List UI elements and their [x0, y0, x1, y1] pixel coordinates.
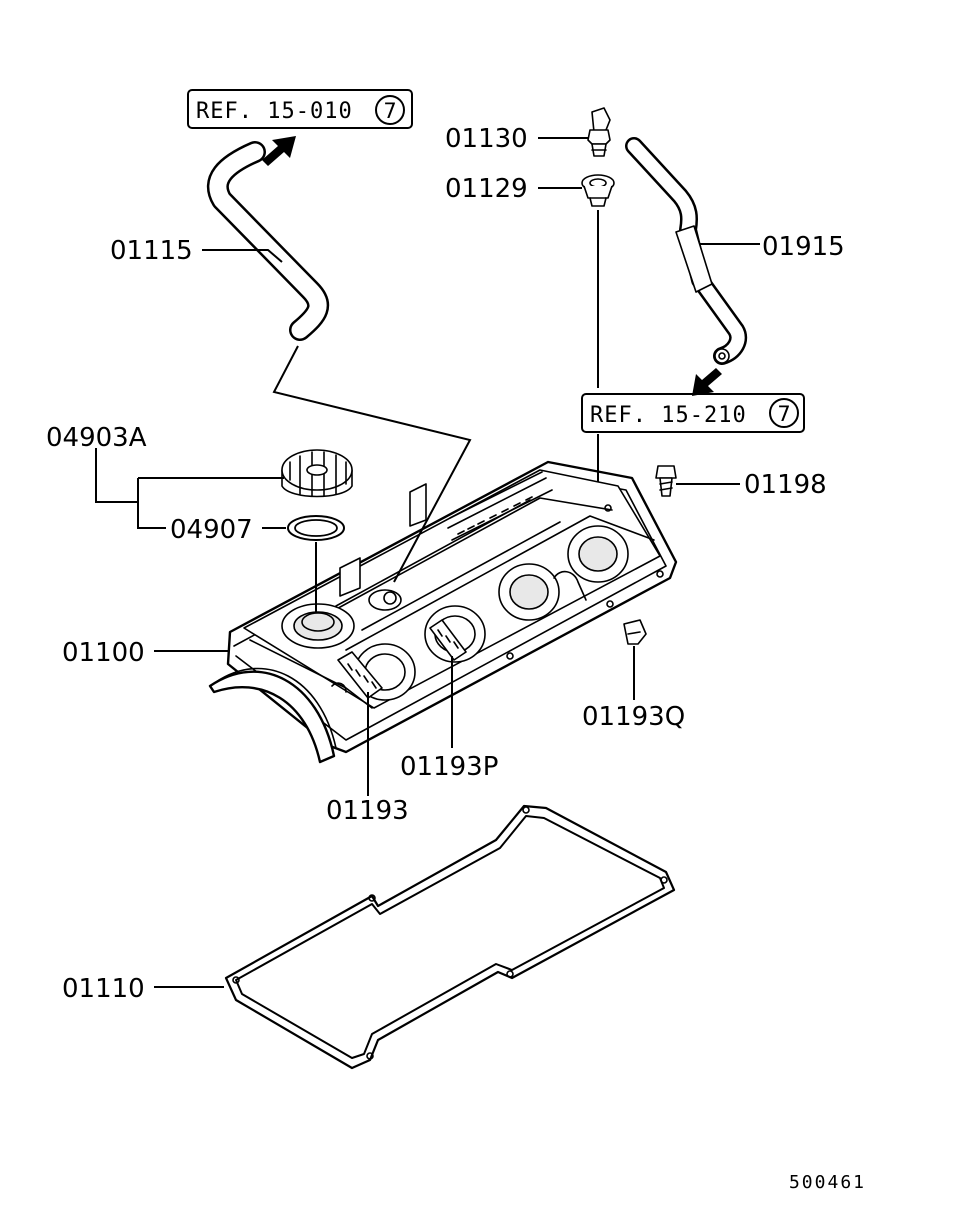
ref-box-15-210[interactable]: REF. 15-210 7 — [581, 393, 805, 433]
ref-box-15-010[interactable]: REF. 15-010 7 — [187, 89, 413, 129]
label-01130[interactable]: 01130 — [445, 124, 528, 154]
cap-gasket-04907[interactable] — [287, 515, 345, 541]
cast-lettering — [447, 471, 553, 541]
label-04907[interactable]: 04907 — [170, 515, 253, 545]
ref-circle-icon — [375, 95, 405, 125]
clip-01193q[interactable] — [623, 619, 647, 645]
hose-01915[interactable] — [625, 137, 748, 365]
label-01193p[interactable]: 01193P — [400, 752, 498, 782]
oil-filler-cap-04903a[interactable] — [281, 449, 353, 498]
ref-box-15-010-circle-number: 7 — [383, 99, 396, 123]
clamp-01193p[interactable] — [429, 619, 467, 661]
ref-box-15-010-text: REF. 15-010 — [196, 99, 353, 124]
diagram-code: 500461 — [789, 1172, 866, 1193]
grommet-01129[interactable] — [581, 174, 615, 207]
label-01193q[interactable]: 01193Q — [582, 702, 685, 732]
flow-arrow-icon — [692, 368, 722, 396]
label-01198[interactable]: 01198 — [744, 470, 827, 500]
label-01100[interactable]: 01100 — [62, 638, 145, 668]
rocker-gasket-01110[interactable] — [224, 804, 676, 1070]
ref-box-15-210-text: REF. 15-210 — [590, 403, 747, 428]
leader-lines — [95, 137, 760, 988]
label-04903a[interactable]: 04903A — [46, 423, 147, 453]
label-01110[interactable]: 01110 — [62, 974, 145, 1004]
clamp-01193[interactable] — [337, 651, 383, 699]
rocker-cover-01100[interactable] — [208, 460, 678, 764]
ref-circle-icon — [769, 398, 799, 428]
flow-arrow-icon — [262, 136, 296, 166]
label-01115[interactable]: 01115 — [110, 236, 193, 266]
label-01915[interactable]: 01915 — [762, 232, 845, 262]
bolt-01198[interactable] — [655, 465, 677, 497]
pcv-valve-01130[interactable] — [587, 107, 611, 157]
label-01193[interactable]: 01193 — [326, 796, 409, 826]
hose-01115[interactable] — [206, 141, 330, 341]
ref-box-15-210-circle-number: 7 — [777, 402, 790, 426]
label-01129[interactable]: 01129 — [445, 174, 528, 204]
